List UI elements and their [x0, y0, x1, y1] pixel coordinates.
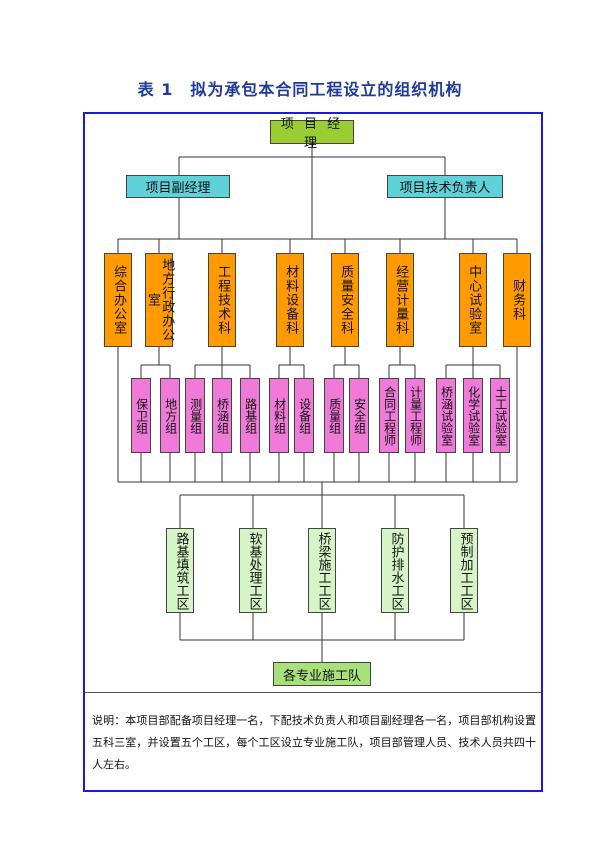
department-node-operations: 经营计量科 — [386, 253, 414, 347]
department-node-central-lab: 中心试验室 — [459, 253, 487, 347]
department-node-general-office: 综合办公室 — [104, 253, 132, 347]
group-node-geotechnical-lab: 土工试验室 — [490, 378, 510, 453]
group-node-survey: 测量组 — [185, 378, 205, 453]
department-node-materials: 材料设备科 — [276, 253, 304, 347]
group-node-equipment: 设备组 — [294, 378, 314, 453]
note-divider — [85, 692, 541, 693]
department-node-engineering: 工程技术科 — [208, 253, 236, 347]
group-node-quality: 质量组 — [324, 378, 344, 453]
group-node-safety: 安全组 — [349, 378, 369, 453]
group-node-contract-engineer: 合同工程师 — [379, 378, 399, 453]
deputy-manager-node: 项目副经理 — [126, 175, 230, 198]
explanation-note: 说明：本项目部配备项目经理一名，下配技术负责人和项目副经理各一名，项目部机构设置… — [92, 714, 536, 771]
group-node-metering-engineer: 计量工程师 — [405, 378, 425, 453]
zone-node-prefabrication: 预制加工工区 — [450, 528, 478, 613]
group-node-subgrade: 路基组 — [240, 378, 260, 453]
construction-teams-node: 各专业施工队 — [273, 662, 371, 686]
group-node-bridge-lab: 桥涵试验室 — [436, 378, 456, 453]
group-node-security: 保卫组 — [131, 378, 151, 453]
group-node-local: 地方组 — [160, 378, 180, 453]
zone-node-soft-foundation: 软基处理工区 — [239, 528, 267, 613]
department-node-quality-safety: 质量安全科 — [331, 253, 359, 347]
group-node-materials: 材料组 — [269, 378, 289, 453]
group-node-chemical-lab: 化学试验室 — [463, 378, 483, 453]
department-node-finance: 财务科 — [503, 253, 531, 347]
zone-node-protection-drainage: 防护排水工区 — [381, 528, 409, 613]
technical-director-node: 项目技术负责人 — [387, 175, 503, 198]
zone-node-subgrade-fill: 路基填筑工区 — [166, 528, 194, 613]
department-node-local-admin-office: 地方行政办公室 — [145, 253, 174, 347]
page-title: 表 1 拟为承包本合同工程设立的组织机构 — [137, 80, 463, 99]
zone-node-bridge-construction: 桥梁施工工区 — [308, 528, 336, 613]
group-node-bridge: 桥涵组 — [212, 378, 232, 453]
chart-frame — [83, 112, 543, 792]
project-manager-node: 项 目 经 理 — [270, 117, 354, 151]
